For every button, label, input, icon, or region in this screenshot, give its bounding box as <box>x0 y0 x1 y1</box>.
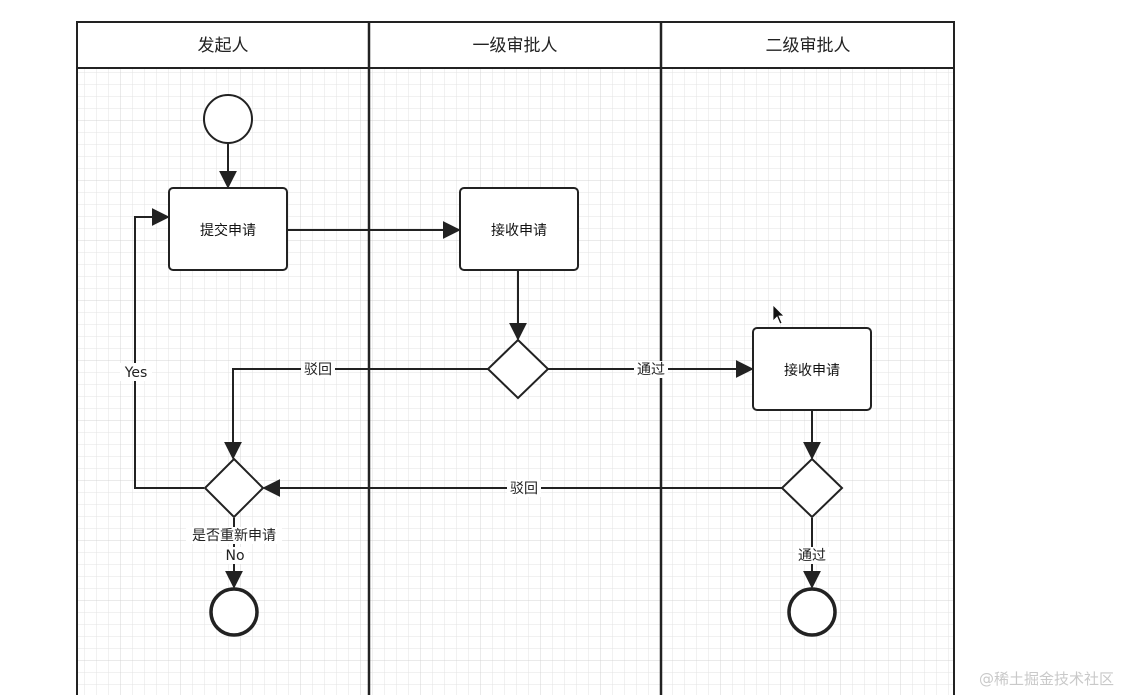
decision-reapply <box>203 457 265 519</box>
label-reapply-question: 是否重新申请 <box>192 528 276 544</box>
receive-application-level1-label: 接收申请 <box>491 222 547 239</box>
end-node-initiator <box>209 587 259 637</box>
start-node <box>203 94 253 144</box>
label-no: No <box>225 548 244 564</box>
watermark: @稀土掘金技术社区 <box>978 670 1114 688</box>
label-bg-pass1 <box>634 361 668 378</box>
decision-level2 <box>780 457 844 519</box>
label-yes: Yes <box>124 365 148 381</box>
receive-application-level1-node <box>459 187 579 271</box>
receive-application-level2-label: 接收申请 <box>784 362 840 379</box>
label-bg-reject2 <box>507 480 541 497</box>
edge-reapply-yes <box>134 208 204 489</box>
submit-application-node <box>168 187 288 271</box>
lane-title-level2-approver: 二级审批人 <box>766 36 851 56</box>
edge-decision1-reject <box>224 368 488 460</box>
receive-application-level2-node <box>752 327 872 411</box>
decision-level1 <box>486 338 550 400</box>
label-pass-level1: 通过 <box>637 362 665 378</box>
label-bg-no <box>222 547 248 564</box>
label-bg-reject1 <box>301 361 335 378</box>
label-reject-level2: 驳回 <box>510 481 538 497</box>
mouse-cursor-icon <box>772 304 785 325</box>
submit-application-label: 提交申请 <box>200 222 256 239</box>
label-reject-level1: 驳回 <box>304 362 332 378</box>
label-bg-reapply <box>186 527 282 544</box>
lane-title-initiator: 发起人 <box>198 36 249 56</box>
lane-title-level1-approver: 一级审批人 <box>473 36 558 56</box>
label-pass-level2: 通过 <box>798 548 826 564</box>
label-bg-pass2 <box>795 547 829 564</box>
end-node-level2 <box>787 587 837 637</box>
lane-header-row <box>76 21 955 69</box>
label-bg-yes <box>120 363 152 381</box>
